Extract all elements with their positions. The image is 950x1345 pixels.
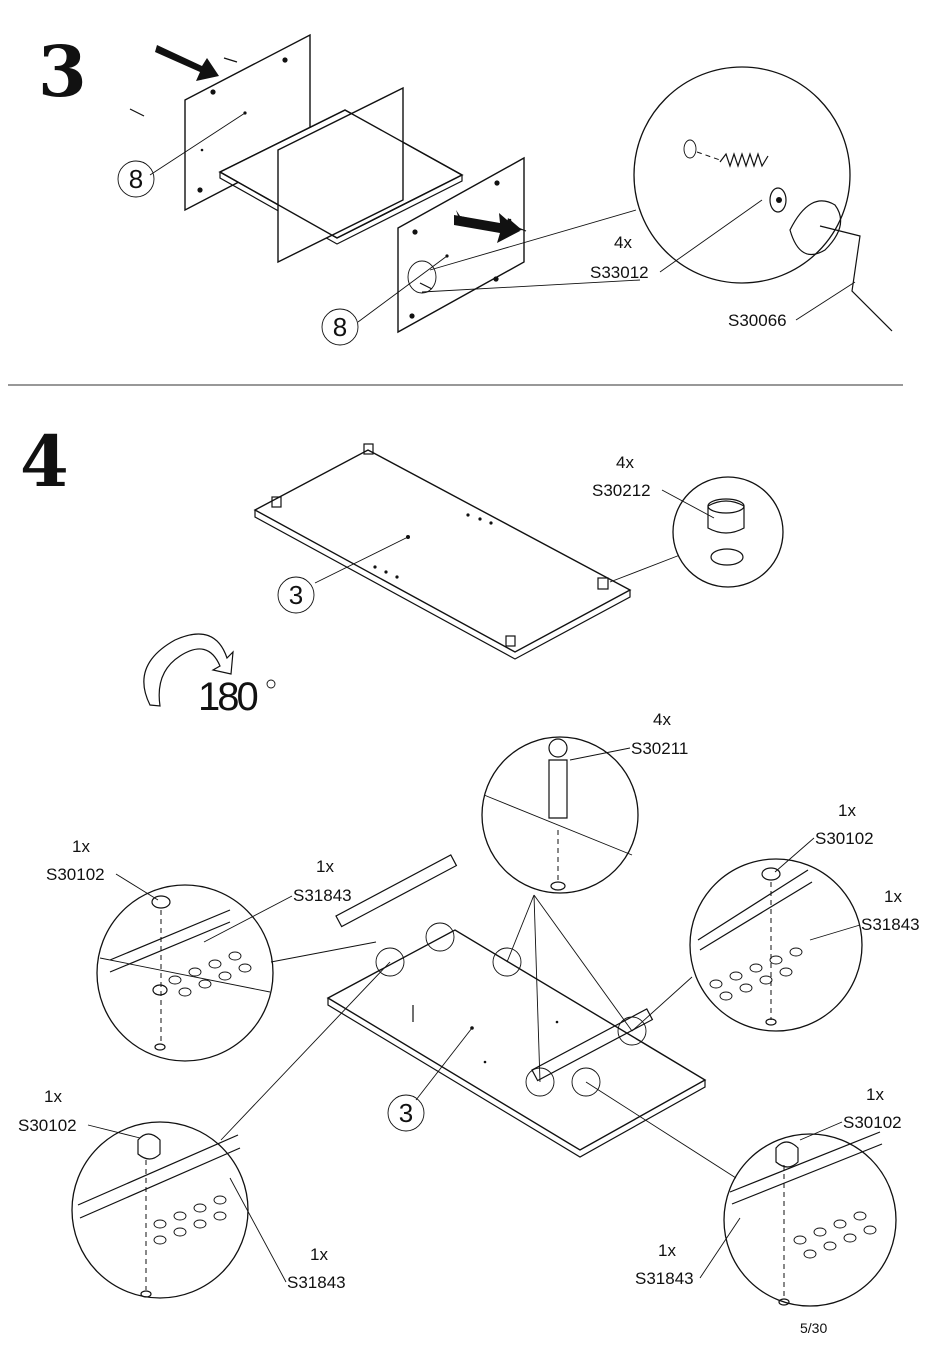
rail-detail-zoom-bottom-right — [585, 1081, 897, 1307]
tool-part-code: S30066 — [728, 311, 787, 330]
push-arrow-icon — [155, 45, 219, 81]
cam-lock-icon — [707, 500, 745, 534]
cam-lock-detail-zoom — [672, 476, 784, 588]
step-3-assembly-drawing — [129, 33, 641, 334]
base-panel-top-view — [253, 443, 681, 660]
panel-label-3: 3 — [289, 580, 303, 610]
screw-icon — [151, 895, 171, 909]
right-side-panel — [397, 156, 525, 334]
rail-detail-zoom-bottom-left — [71, 961, 391, 1299]
rail-qty: 1x — [310, 1245, 328, 1264]
dowel-part-code: S30211 — [631, 739, 688, 758]
part-label-8: 8 — [129, 164, 143, 194]
page-number: 5/30 — [800, 1320, 828, 1336]
screw-qty: 1x — [838, 801, 856, 820]
screw-part-code: S30102 — [843, 1113, 902, 1132]
screw-part-code: S30102 — [46, 865, 105, 884]
rail-qty: 1x — [658, 1241, 676, 1260]
screw-qty: 1x — [44, 1087, 62, 1106]
rotate-arrow-icon — [143, 633, 234, 707]
detail-part-code: S33012 — [590, 263, 649, 282]
rail-part-code: S31843 — [287, 1273, 346, 1292]
degree-symbol — [266, 679, 276, 689]
drawer-rail — [531, 1008, 654, 1082]
step-4-number: 4 — [20, 420, 69, 503]
step-3-number: 3 — [38, 30, 87, 113]
panel-label-3: 3 — [399, 1098, 413, 1128]
rail-detail-zoom-top-right — [631, 858, 863, 1032]
dowel-icon — [548, 759, 568, 819]
rail-qty: 1x — [316, 857, 334, 876]
rail-part-code: S31843 — [293, 886, 352, 905]
drawer-rail — [335, 854, 458, 928]
part-label-8: 8 — [333, 312, 347, 342]
cam-qty: 4x — [616, 453, 634, 472]
screw-icon — [129, 108, 145, 117]
screw-icon — [137, 1133, 161, 1160]
screw-icon — [761, 867, 781, 881]
screw-icon — [775, 1141, 799, 1168]
dowel-detail-zoom — [481, 736, 639, 894]
screw-qty: 1x — [866, 1085, 884, 1104]
back-divider-panel — [277, 86, 404, 264]
rail-part-code: S31843 — [635, 1269, 694, 1288]
dowel-qty: 4x — [653, 710, 671, 729]
panel-callout-3 — [387, 1094, 425, 1132]
cam-part-code: S30212 — [592, 481, 651, 500]
screwdriver-icon — [789, 200, 842, 255]
rail-detail-zoom-top-left — [96, 884, 377, 1062]
part-callout-8 — [117, 160, 155, 198]
cam-bolt-icon — [719, 152, 769, 168]
panel-callout-3 — [277, 576, 315, 614]
screw-part-code: S30102 — [815, 829, 874, 848]
detail-qty: 4x — [614, 233, 632, 252]
part-callout-8 — [321, 308, 359, 346]
base-panel-underside — [326, 854, 707, 1158]
screw-part-code: S30102 — [18, 1116, 77, 1135]
rotation-value: 180 — [198, 675, 257, 719]
screw-qty: 1x — [72, 837, 90, 856]
step-3-detail-zoom — [633, 66, 893, 332]
rail-part-code: S31843 — [861, 915, 920, 934]
rail-qty: 1x — [884, 887, 902, 906]
